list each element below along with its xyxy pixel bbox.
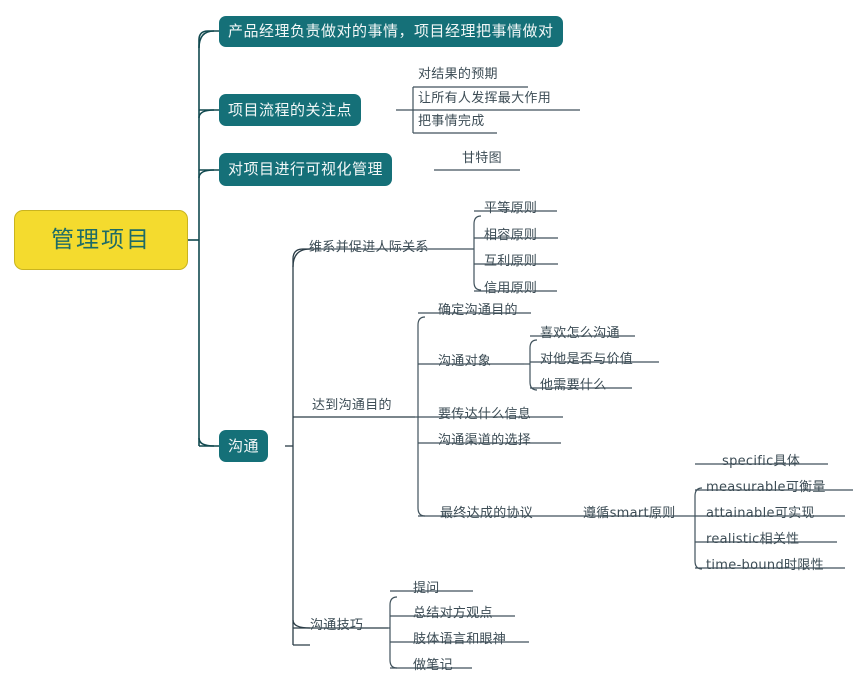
leaf-smart-measurable[interactable]: measurable可衡量 xyxy=(706,480,826,495)
leaf-what-they-need[interactable]: 他需要什么 xyxy=(540,378,607,393)
leaf-take-notes[interactable]: 做笔记 xyxy=(413,658,453,673)
leaf-channel-selection[interactable]: 沟通渠道的选择 xyxy=(438,433,532,448)
branch-node-product-manager[interactable]: 产品经理负责做对的事情，项目经理把事情做对 xyxy=(219,16,563,47)
leaf-smart-attainable[interactable]: attainable可实现 xyxy=(706,506,815,521)
leaf-final-agreement[interactable]: 最终达成的协议 xyxy=(440,506,534,521)
branch-node-visual-management[interactable]: 对项目进行可视化管理 xyxy=(219,153,393,186)
branch-node-communication[interactable]: 沟通 xyxy=(219,430,269,462)
leaf-compatibility-principle[interactable]: 相容原则 xyxy=(484,228,538,243)
leaf-gantt-chart[interactable]: 甘特图 xyxy=(462,151,502,166)
leaf-smart-time-bound[interactable]: time-bound时限性 xyxy=(706,558,824,573)
leaf-message-to-convey[interactable]: 要传达什么信息 xyxy=(438,407,532,422)
leaf-mutual-benefit-principle[interactable]: 互利原则 xyxy=(484,254,538,269)
leaf-equality-principle[interactable]: 平等原则 xyxy=(484,201,538,216)
root-node[interactable]: 管理项目 xyxy=(14,210,188,270)
leaf-credit-principle[interactable]: 信用原则 xyxy=(484,281,538,296)
leaf-value-to-them[interactable]: 对他是否与价值 xyxy=(540,352,634,367)
branch-node-process-focus[interactable]: 项目流程的关注点 xyxy=(219,94,362,126)
leaf-smart-specific[interactable]: specific具体 xyxy=(722,454,801,469)
leaf-ask-questions[interactable]: 提问 xyxy=(413,581,440,596)
leaf-get-it-done[interactable]: 把事情完成 xyxy=(418,114,485,129)
leaf-summarize-their-view[interactable]: 总结对方观点 xyxy=(413,606,493,621)
leaf-follow-smart[interactable]: 遵循smart原则 xyxy=(583,506,676,521)
leaf-maintain-relationships[interactable]: 维系并促进人际关系 xyxy=(309,240,429,255)
leaf-define-purpose[interactable]: 确定沟通目的 xyxy=(438,303,518,318)
leaf-achieve-communication-goal[interactable]: 达到沟通目的 xyxy=(312,398,392,413)
leaf-body-language-eye-contact[interactable]: 肢体语言和眼神 xyxy=(413,632,507,647)
leaf-communication-skills[interactable]: 沟通技巧 xyxy=(310,618,364,633)
leaf-maximize-everyone[interactable]: 让所有人发挥最大作用 xyxy=(418,91,552,106)
leaf-expected-result[interactable]: 对结果的预期 xyxy=(418,67,498,82)
leaf-communication-target[interactable]: 沟通对象 xyxy=(438,354,492,369)
leaf-smart-realistic[interactable]: realistic相关性 xyxy=(706,532,800,547)
leaf-preferred-channel[interactable]: 喜欢怎么沟通 xyxy=(540,326,620,341)
